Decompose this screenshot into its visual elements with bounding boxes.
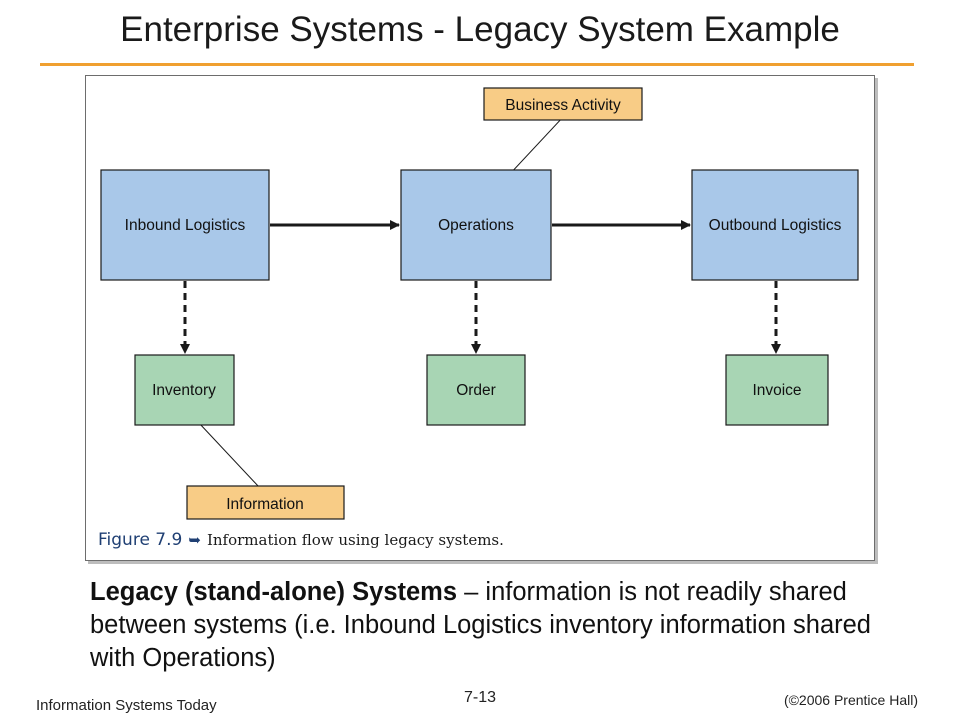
callout-label: Information bbox=[226, 496, 304, 513]
footer-slide-number: 7-13 bbox=[463, 689, 497, 706]
data-box-invoice: Invoice bbox=[725, 354, 829, 426]
information-leader bbox=[198, 422, 260, 488]
figure-panel: Inbound Logistics Operations Outbound Lo… bbox=[85, 75, 875, 561]
process-box-inbound-logistics: Inbound Logistics bbox=[100, 169, 270, 281]
process-label: Operations bbox=[438, 217, 514, 234]
data-box-order: Order bbox=[426, 354, 526, 426]
footer-course-title: Information Systems Today bbox=[36, 697, 217, 714]
callout-label: Business Activity bbox=[505, 97, 621, 114]
process-box-operations: Operations bbox=[400, 169, 552, 281]
slide-body-text: Legacy (stand-alone) Systems – informati… bbox=[90, 576, 890, 675]
figure-number: Figure 7.9 bbox=[98, 530, 183, 550]
footer-copyright: (©2006 Prentice Hall) bbox=[783, 692, 918, 708]
body-bold-lead: Legacy (stand-alone) Systems bbox=[90, 578, 458, 606]
process-box-outbound-logistics: Outbound Logistics bbox=[691, 169, 859, 281]
callout-information: Information bbox=[186, 485, 345, 520]
data-label: Order bbox=[456, 382, 496, 399]
process-label: Outbound Logistics bbox=[709, 217, 842, 234]
data-label: Invoice bbox=[752, 382, 801, 399]
data-label: Inventory bbox=[152, 382, 216, 399]
data-box-inventory: Inventory bbox=[134, 354, 235, 426]
body-rest: – information is not readily shared betw… bbox=[90, 578, 871, 672]
slide-title: Enterprise Systems - Legacy System Examp… bbox=[120, 10, 840, 49]
legacy-flow-diagram: Inbound Logistics Operations Outbound Lo… bbox=[100, 87, 859, 520]
caption-arrow-icon: ➥ bbox=[188, 531, 201, 549]
callout-business-activity: Business Activity bbox=[483, 87, 643, 121]
title-underline bbox=[40, 63, 914, 66]
figure-caption: Figure 7.9 ➥ Information flow using legacy… bbox=[98, 530, 504, 550]
process-label: Inbound Logistics bbox=[125, 217, 246, 234]
caption-text: Information flow using legacy systems. bbox=[206, 531, 504, 549]
